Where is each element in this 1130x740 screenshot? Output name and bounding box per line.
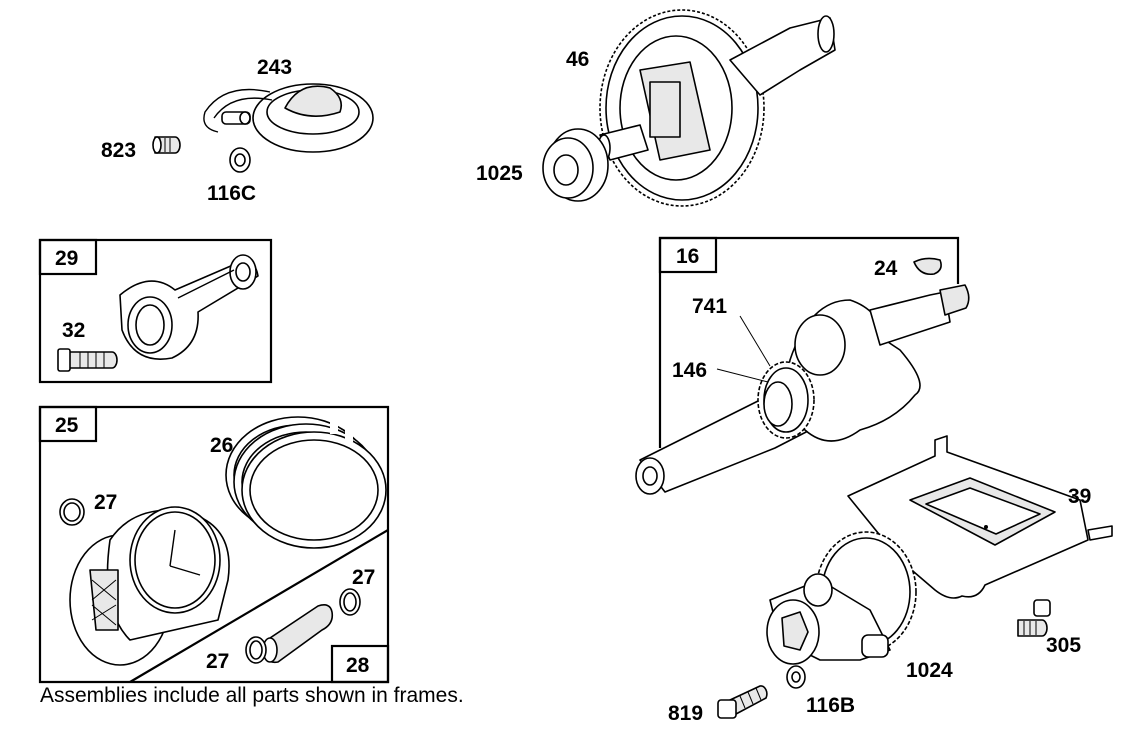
frame-28-label: 28 — [346, 654, 370, 677]
sump-baffle — [847, 435, 1113, 599]
callout-243: 243 — [257, 56, 292, 79]
piston-rings — [225, 416, 387, 549]
assembly-note: Assemblies include all parts shown in fr… — [40, 684, 464, 707]
breather-washer — [229, 147, 251, 173]
callout-146: 146 — [672, 359, 707, 382]
pin-lock-ring-right — [339, 588, 361, 616]
crankshaft-key — [913, 257, 942, 276]
callout-27-upper: 27 — [94, 491, 117, 514]
callout-819: 819 — [668, 702, 703, 725]
pump-washer-116b — [786, 665, 806, 689]
callout-39: 39 — [1068, 485, 1091, 508]
leader-146 — [716, 368, 769, 383]
sump-bolt-305 — [1017, 599, 1051, 637]
callout-32: 32 — [62, 319, 85, 342]
piston-lock-ring-upper — [59, 498, 85, 526]
oil-pump — [766, 531, 917, 665]
callout-46: 46 — [566, 48, 589, 71]
callout-116b: 116B — [806, 694, 855, 717]
callout-116c: 116C — [207, 182, 256, 205]
breather-screw — [152, 136, 181, 154]
frame-29: 29 32 — [38, 238, 273, 384]
frame-16-label: 16 — [676, 245, 699, 268]
crankshaft-timing-gear — [757, 361, 815, 439]
frame-25-label: 25 — [55, 414, 79, 437]
piston-pin — [262, 604, 334, 664]
camshaft-gear — [597, 9, 836, 207]
callout-27-lower: 27 — [206, 650, 229, 673]
callout-24: 24 — [874, 257, 898, 280]
callout-27-right: 27 — [352, 566, 375, 589]
leader-741 — [739, 315, 771, 367]
breather-assembly — [203, 83, 374, 153]
callout-1025: 1025 — [476, 162, 523, 185]
frame-28: 28 27 27 — [129, 529, 390, 684]
rod-bolt — [57, 348, 118, 372]
crankshaft — [635, 284, 970, 495]
callout-26: 26 — [210, 434, 233, 457]
callout-741: 741 — [692, 295, 727, 318]
callout-823: 823 — [101, 139, 136, 162]
frame-25: 25 26 27 — [38, 405, 390, 684]
callout-305: 305 — [1046, 634, 1081, 657]
frame-16: 16 24 741 146 — [635, 236, 970, 495]
frame-29-label: 29 — [55, 247, 78, 270]
callout-1024: 1024 — [906, 659, 953, 682]
connecting-rod — [119, 254, 259, 360]
camshaft-spacer — [542, 128, 609, 202]
piston — [69, 506, 230, 666]
pump-bolt-819 — [717, 685, 768, 719]
pin-lock-ring-left — [245, 636, 267, 664]
